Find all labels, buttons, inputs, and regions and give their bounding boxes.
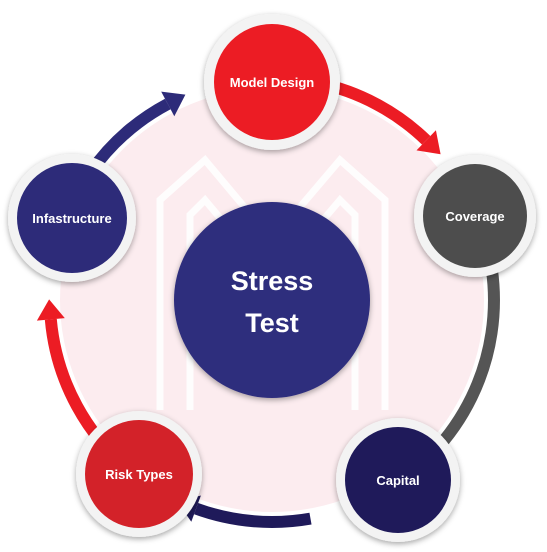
arrow-head-icon — [36, 299, 65, 321]
node-label-model-design: Model Design — [230, 75, 315, 90]
center-circle — [174, 202, 370, 398]
node-model-design: Model Design — [204, 14, 340, 150]
arrow-head-icon — [161, 91, 186, 117]
center-title-line1: Stress — [231, 266, 314, 296]
node-risk-types: Risk Types — [76, 411, 202, 537]
arrow-head-icon — [416, 130, 441, 155]
node-coverage: Coverage — [414, 155, 536, 277]
node-capital: Capital — [336, 418, 460, 542]
node-label-capital: Capital — [376, 473, 419, 488]
center-node: Stress Test — [174, 202, 370, 398]
node-infastructure: Infastructure — [8, 154, 136, 282]
node-label-infastructure: Infastructure — [32, 211, 111, 226]
node-label-coverage: Coverage — [445, 209, 504, 224]
center-title-line2: Test — [245, 308, 299, 338]
arrow-capital-to-risk-types — [194, 502, 312, 528]
node-label-risk-types: Risk Types — [105, 467, 173, 482]
